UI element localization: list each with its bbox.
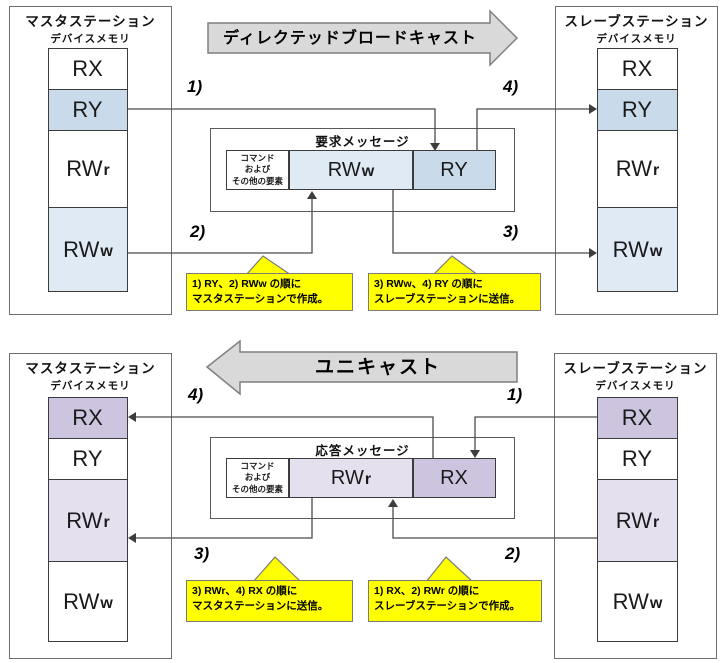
device-cell-ry: RY	[49, 439, 127, 480]
step-label-4-bottom: 4)	[188, 385, 204, 404]
slave-station-title-bottom: スレーブステーション	[563, 361, 708, 376]
slave-station-subtitle-top: デバイスメモリ	[596, 32, 677, 45]
request-message-title: 要求メッセージ	[315, 135, 410, 149]
unicast-banner-label: ユニキャスト	[314, 357, 441, 378]
device-cell-ry: RY	[598, 90, 677, 131]
callout-pointer-sent-master	[251, 556, 303, 583]
step-label-1-bottom: 1)	[507, 385, 523, 404]
step-label-1-top: 1)	[187, 77, 203, 96]
master-station-title-bottom: マスタステーション	[25, 361, 156, 376]
slave-station-subtitle-bottom: デバイスメモリ	[595, 379, 676, 392]
device-cell-ry: RY	[598, 439, 677, 480]
command-elements-cell-top: コマンド および その他の要素	[226, 150, 289, 190]
callout-created-at-slave: 1) RX、2) RWr の順に スレーブステーションで作成。	[368, 580, 542, 622]
device-cell-ry: RY	[49, 90, 127, 131]
slave-station-title-top: スレーブステーション	[564, 14, 709, 29]
message-cell-ry: RY	[413, 150, 496, 190]
callout-sent-to-master: 3) RWr、4) RX の順に マスタステーションに送信。	[186, 580, 353, 622]
step-label-3-top: 3)	[503, 222, 519, 241]
device-cell-rx: RX	[598, 398, 677, 439]
callout-sent-to-slave: 3) RWw、4) RY の順に スレーブステーションに送信。	[368, 273, 541, 311]
callout-pointer-created-slave	[424, 556, 475, 583]
device-cell-rx: RX	[49, 398, 127, 439]
step-label-2-bottom: 2)	[505, 544, 521, 563]
broadcast-banner-label: ディレクテッドブロードキャスト	[223, 30, 477, 47]
message-cell-rx: RX	[413, 458, 496, 498]
step-label-2-top: 2)	[190, 222, 206, 241]
device-cell-rx: RX	[49, 49, 127, 90]
device-cell-rx: RX	[598, 49, 677, 90]
command-elements-cell-bottom: コマンド および その他の要素	[226, 458, 289, 498]
master-station-subtitle-bottom: デバイスメモリ	[50, 379, 131, 392]
callout-created-at-master: 1) RY、2) RWw の順に マスタステーションで作成。	[186, 273, 353, 311]
master-station-subtitle-top: デバイスメモリ	[50, 32, 131, 45]
response-message-title: 応答メッセージ	[315, 444, 410, 458]
step-label-3-bottom: 3)	[194, 544, 210, 563]
step-label-4-top: 4)	[503, 77, 519, 96]
master-station-title-top: マスタステーション	[25, 14, 156, 29]
